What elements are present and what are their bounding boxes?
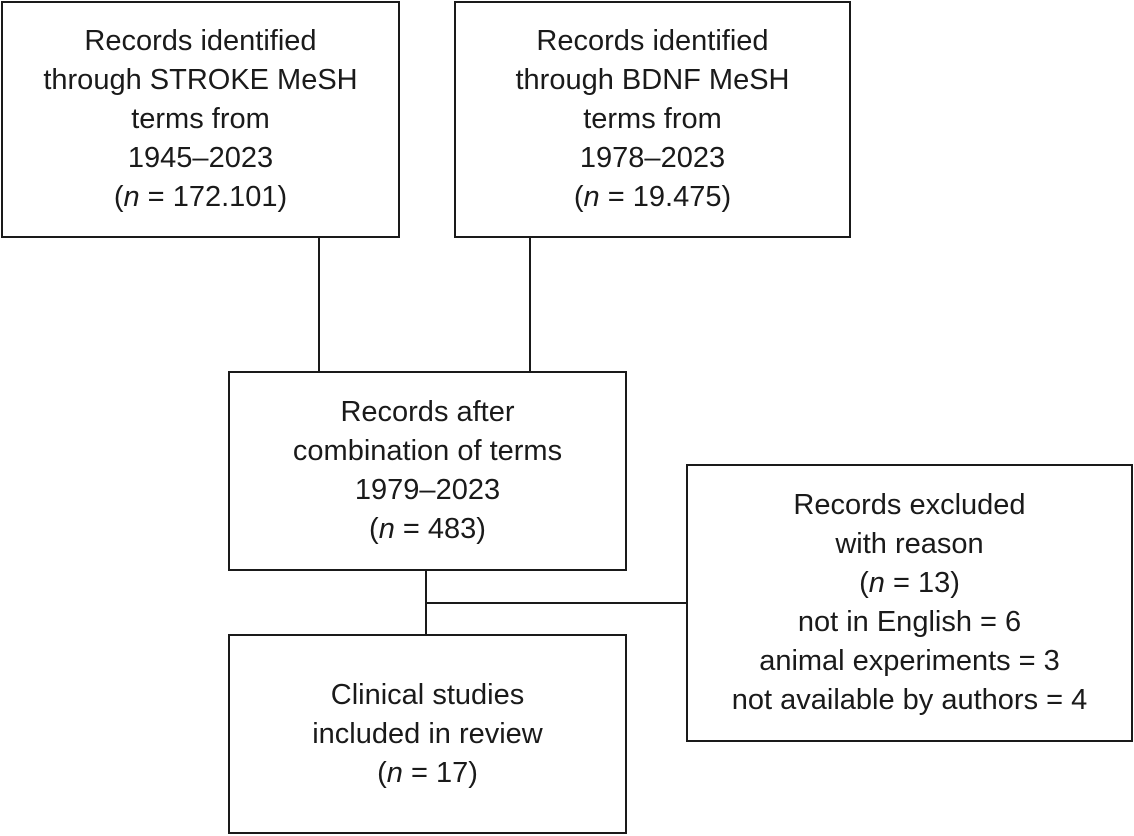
included-line-1: Clinical studies	[331, 676, 524, 715]
combined-line-1: Records after	[340, 396, 515, 428]
connector-bdnf-to-combined	[529, 238, 531, 372]
connector-branch-to-excluded	[425, 602, 687, 604]
stroke-n-value: 172.101	[172, 181, 278, 213]
included-word-studies: studies	[432, 678, 525, 711]
n-symbol: n	[583, 181, 600, 213]
n-symbol: n	[123, 181, 140, 213]
n-symbol: n	[386, 756, 403, 789]
excluded-reason-language: not in English = 6	[797, 606, 1022, 638]
combined-records-box: Records after combination of terms 1979–…	[228, 371, 627, 571]
included-word-review: included in review	[312, 717, 543, 750]
excluded-reason-animal: animal experiments = 3	[759, 645, 1060, 677]
included-count: (n = 17)	[377, 756, 478, 789]
excluded-n-value: 13	[917, 567, 951, 599]
excluded-records-box: Records excluded with reason (n = 13) no…	[686, 464, 1133, 742]
stroke-count: (n = 172.101)	[113, 181, 288, 213]
combined-count: (n = 483)	[369, 513, 486, 545]
bdnf-line-3: terms from	[583, 103, 722, 135]
bdnf-count: (n = 19.475)	[573, 181, 732, 213]
included-line-2: included in review	[312, 715, 543, 754]
included-studies-box: Clinical studies included in review (n =…	[228, 634, 627, 834]
combined-line-2: combination of terms	[292, 435, 563, 467]
excluded-line-2: with reason	[835, 528, 984, 560]
bdnf-records-box: Records identified through BDNF MeSH ter…	[454, 1, 851, 238]
combined-line-3: 1979–2023	[354, 474, 501, 506]
n-symbol: n	[378, 513, 395, 545]
included-word-clinical: Clinical	[330, 678, 425, 711]
combined-n-value: 483	[427, 513, 477, 545]
excluded-count: (n = 13)	[859, 567, 960, 599]
included-n-value: 17	[435, 756, 469, 789]
bdnf-line-4: 1978–2023	[579, 142, 726, 174]
bdnf-n-value: 19.475	[632, 181, 722, 213]
stroke-line-4: 1945–2023	[127, 142, 274, 174]
stroke-line-1: Records identified	[84, 25, 317, 57]
excluded-line-1: Records excluded	[793, 489, 1026, 521]
connector-stroke-to-combined	[318, 238, 320, 372]
excluded-reason-unavailable: not available by authors = 4	[731, 684, 1088, 716]
bdnf-line-2: through BDNF MeSH	[515, 64, 790, 96]
stroke-records-box: Records identified through STROKE MeSH t…	[1, 1, 400, 238]
stroke-line-2: through STROKE MeSH	[43, 64, 358, 96]
stroke-line-3: terms from	[131, 103, 270, 135]
n-symbol: n	[868, 567, 885, 599]
bdnf-line-1: Records identified	[536, 25, 769, 57]
